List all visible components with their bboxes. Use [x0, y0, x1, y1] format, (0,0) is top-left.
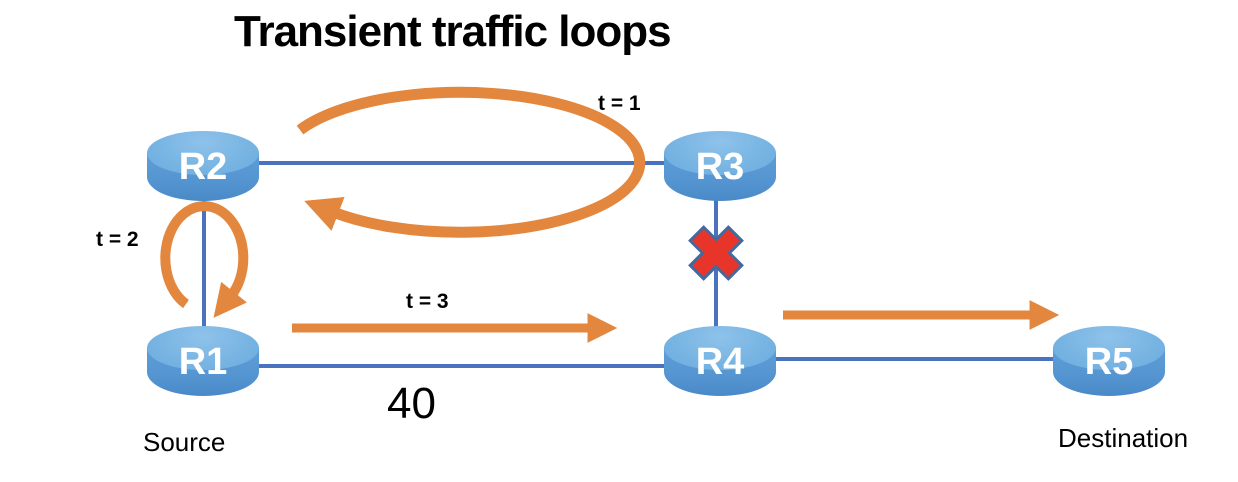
loop-arrow-t2: [160, 201, 249, 318]
router-cylinder-top: [664, 131, 776, 175]
node-label: R3: [695, 145, 745, 188]
annotation-t3-label: t = 3: [406, 290, 449, 313]
node-label: R2: [178, 145, 228, 188]
annotation-t2-label: t = 2: [96, 228, 139, 251]
node-r5: R5: [1053, 326, 1165, 396]
network-links: [202, 161, 1060, 368]
node-r4: R4: [664, 326, 776, 396]
destination-caption: Destination: [1058, 423, 1189, 453]
link-failure-icon: [688, 225, 744, 281]
node-r1: R1: [147, 326, 259, 396]
loop-arrow-t1: [296, 86, 646, 238]
diagram-title: Transient traffic loops: [234, 7, 672, 56]
source-caption: Source: [143, 427, 226, 457]
node-label: R4: [695, 340, 745, 383]
router-cylinder-top: [147, 326, 259, 370]
router-cylinder-top: [147, 131, 259, 175]
router-cylinder-top: [1053, 326, 1165, 370]
link-weight-label: 40: [387, 379, 436, 428]
node-r2: R2: [147, 131, 259, 201]
annotation-t1-label: t = 1: [598, 92, 641, 115]
router-cylinder-top: [664, 326, 776, 370]
node-label: R5: [1084, 340, 1134, 383]
node-r3: R3: [664, 131, 776, 201]
traffic-arrows: [160, 86, 1060, 343]
node-label: R1: [178, 340, 228, 383]
